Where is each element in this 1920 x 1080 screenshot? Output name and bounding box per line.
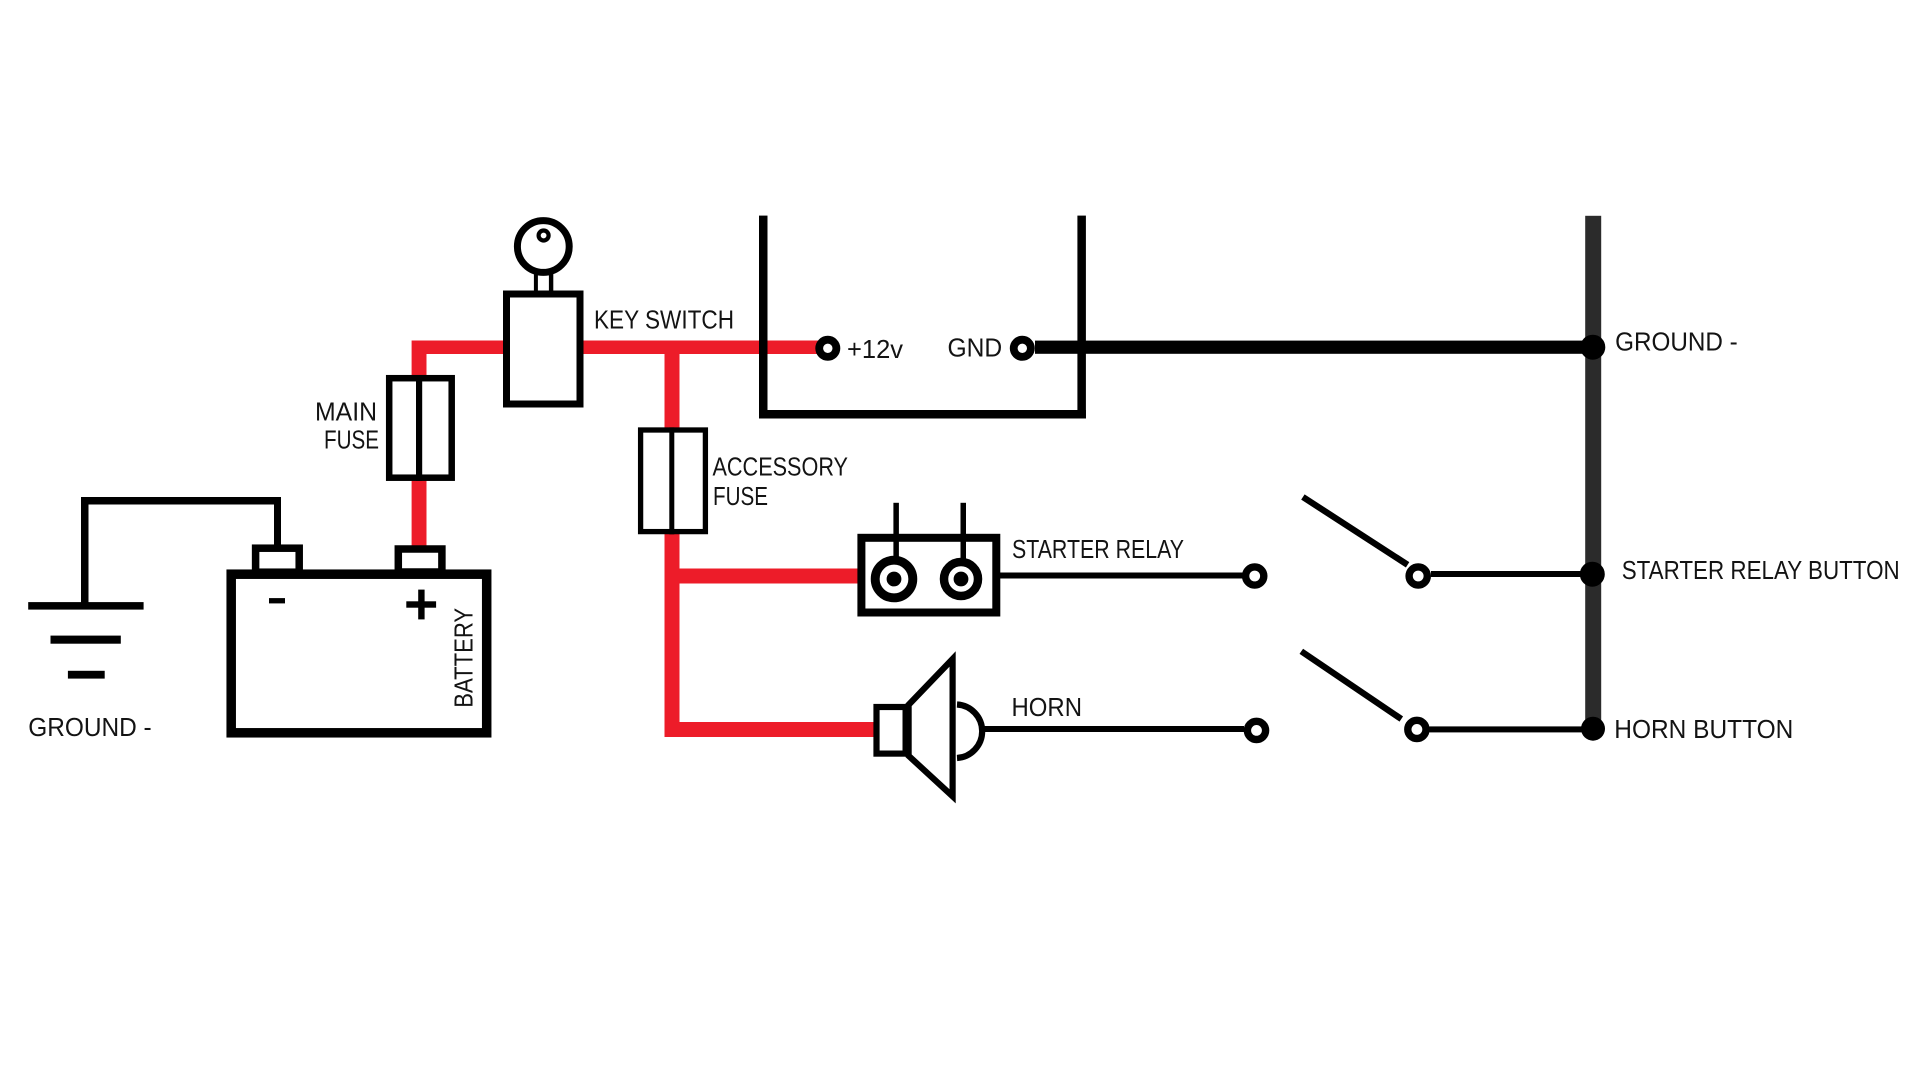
svg-text:HORN BUTTON: HORN BUTTON [1614,714,1793,744]
svg-text:STARTER RELAY: STARTER RELAY [1012,534,1184,564]
svg-text:BATTERY: BATTERY [448,608,478,708]
svg-text:FUSE: FUSE [713,481,768,511]
svg-text:GROUND -: GROUND - [1615,327,1738,357]
svg-text:+12v: +12v [847,334,903,364]
svg-text:MAIN: MAIN [315,397,377,427]
svg-text:HORN: HORN [1012,692,1083,722]
svg-text:GND: GND [948,333,1003,363]
svg-text:KEY SWITCH: KEY SWITCH [594,304,734,334]
svg-text:STARTER RELAY BUTTON: STARTER RELAY BUTTON [1622,555,1900,585]
svg-text:ACCESSORY: ACCESSORY [713,451,849,481]
svg-text:GROUND -: GROUND - [28,712,152,742]
svg-text:FUSE: FUSE [324,425,379,455]
